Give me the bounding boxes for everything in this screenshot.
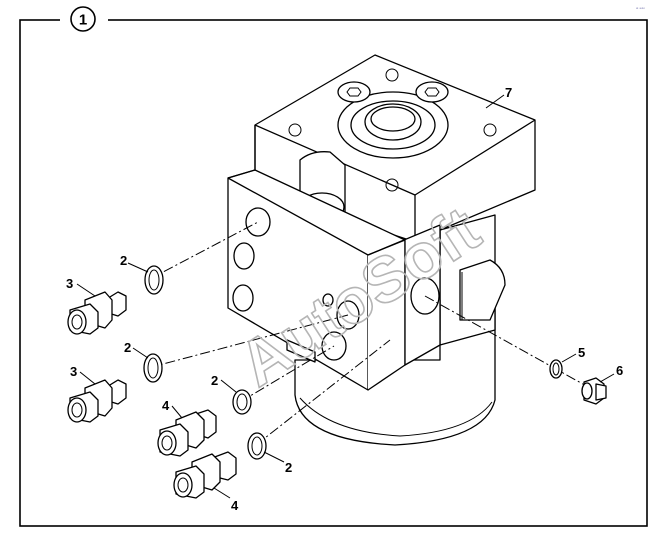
steering-unit-body [227,54,536,446]
callout-5: 5 [578,345,585,360]
callout-7: 7 [505,85,512,100]
fitting-adapter-4 [173,451,237,499]
figure-number: 1 [79,12,87,29]
diagram-frame [19,19,648,527]
callout-2-bottom: 2 [285,460,292,475]
callout-2-top: 2 [120,253,127,268]
fitting-adapter-3 [67,379,127,423]
callout-6: 6 [616,363,623,378]
assembly-axes [147,221,591,446]
callout-2-mid: 2 [124,340,131,355]
callout-leaders [76,94,615,499]
figure-number-badge: 1 [70,6,96,32]
corner-mark: ᵃᵗ ᵃᵘᵗᵒ [636,6,645,11]
o-ring [247,432,267,460]
callout-4-bottom: 4 [231,498,239,513]
callout-4-top: 4 [162,398,170,413]
callout-2-lower: 2 [211,373,218,388]
callout-3-bottom: 3 [70,364,77,379]
callout-3-top: 3 [66,276,73,291]
plug-fitting-6 [581,377,607,405]
o-ring [143,353,163,383]
o-ring-small [549,359,563,379]
fitting-adapter-3 [67,291,127,335]
fitting-adapter-4 [157,409,217,457]
o-ring [232,389,252,415]
o-ring [144,265,164,295]
